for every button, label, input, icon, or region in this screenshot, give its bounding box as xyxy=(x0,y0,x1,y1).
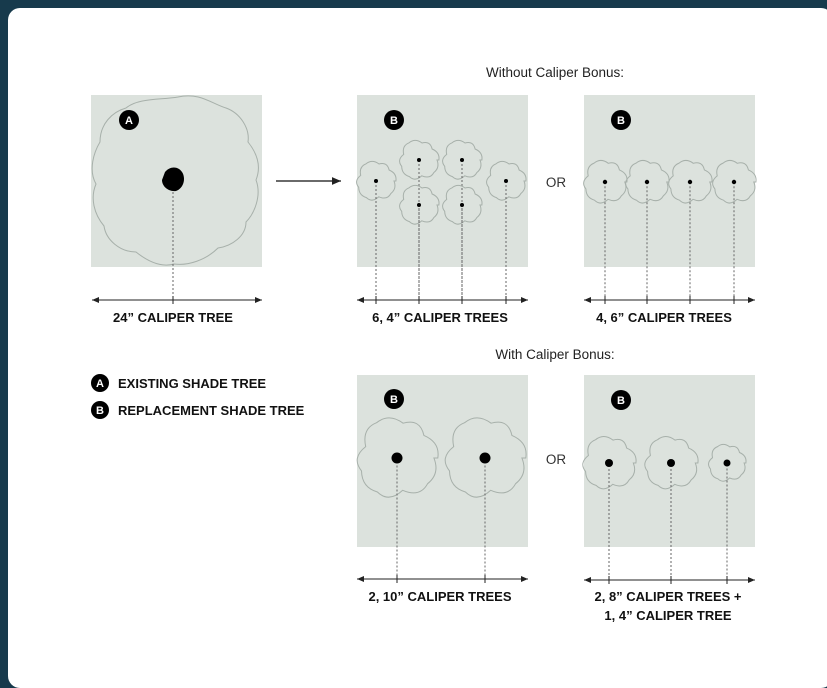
caption-without-2: 4, 6” CALIPER TREES xyxy=(596,310,732,325)
legend: A EXISTING SHADE TREE B REPLACEMENT SHAD… xyxy=(91,374,305,419)
badge-b-label: B xyxy=(390,394,398,406)
caption-without-1: 6, 4” CALIPER TREES xyxy=(372,310,508,325)
tree-trunk xyxy=(480,453,491,464)
caption-with-1: 2, 10” CALIPER TREES xyxy=(368,589,511,604)
tree-trunk xyxy=(392,453,403,464)
or-label-bottom: OR xyxy=(546,452,567,467)
tree-trunk xyxy=(605,459,613,467)
legend-label-replacement: REPLACEMENT SHADE TREE xyxy=(118,403,305,418)
panel-without-bonus-option-1: B 6, 4” CALIPER TREES xyxy=(357,95,528,325)
panel-existing-tree: A 24” CALIPER TREE xyxy=(91,95,262,325)
header-without-bonus: Without Caliper Bonus: xyxy=(486,65,624,80)
tree-trunk xyxy=(417,158,421,162)
tree-trunk xyxy=(460,203,464,207)
tree-trunk xyxy=(667,459,675,467)
legend-label-existing: EXISTING SHADE TREE xyxy=(118,376,266,391)
badge-a-label: A xyxy=(125,115,133,127)
tree-trunk xyxy=(732,180,736,184)
caption-with-2-line-1: 2, 8” CALIPER TREES + xyxy=(594,589,741,604)
header-with-bonus: With Caliper Bonus: xyxy=(495,347,614,362)
badge-b-label: B xyxy=(390,115,398,127)
legend-item-replacement: B REPLACEMENT SHADE TREE xyxy=(91,401,305,419)
badge-b-label: B xyxy=(617,395,625,407)
legend-item-existing: A EXISTING SHADE TREE xyxy=(91,374,266,392)
tree-trunk xyxy=(417,203,421,207)
plot-area xyxy=(357,375,528,547)
tree-trunk xyxy=(603,180,607,184)
panel-without-bonus-option-2: B 4, 6” CALIPER TREES xyxy=(584,95,756,325)
panel-with-bonus-option-2: B 2, 8” CALIPER TREES + 1, 4” CALIPER TR… xyxy=(583,375,755,623)
or-label-top: OR xyxy=(546,175,567,190)
tree-trunk xyxy=(374,179,378,183)
panel-with-bonus-option-1: B 2, 10” CALIPER TREES xyxy=(357,375,528,604)
tree-trunk xyxy=(645,180,649,184)
legend-badge-b: B xyxy=(96,405,104,417)
badge-b-label: B xyxy=(617,115,625,127)
tree-trunk xyxy=(724,460,731,467)
plot-area xyxy=(357,95,528,267)
tree-trunk xyxy=(504,179,508,183)
caption-existing: 24” CALIPER TREE xyxy=(113,310,233,325)
tree-trunk xyxy=(688,180,692,184)
legend-badge-a: A xyxy=(96,378,104,390)
tree-trunk xyxy=(460,158,464,162)
caption-with-2-line-2: 1, 4” CALIPER TREE xyxy=(604,608,731,623)
